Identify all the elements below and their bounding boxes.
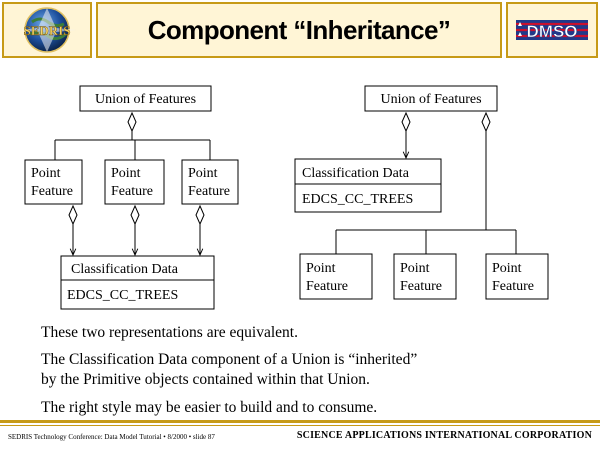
right-classification-title: Classification Data: [302, 166, 410, 181]
footer-company: SCIENCE APPLICATIONS INTERNATIONAL CORPO…: [296, 430, 592, 441]
left-feature-3-line2: Feature: [188, 184, 230, 199]
left-feature-3-line1: Point: [188, 166, 218, 181]
right-classification-box: [294, 158, 442, 213]
inheritance-explanation-line2: by the Primitive objects contained withi…: [41, 371, 370, 388]
dmso-logo: DMSO: [506, 2, 598, 58]
page-title: Component “Inheritance”: [147, 14, 451, 45]
left-representation: [24, 85, 239, 310]
right-feature-1-line2: Feature: [306, 279, 348, 294]
right-union-box: [364, 85, 498, 112]
right-union-label: Union of Features: [380, 92, 481, 107]
right-union-class-diamond: [401, 111, 411, 133]
right-feature-1-line1: Point: [306, 261, 336, 276]
footer-rule-bottom: [0, 425, 600, 426]
left-feature-1-line2: Feature: [31, 184, 73, 199]
sedris-logo-text: SEDRIS: [24, 23, 71, 38]
title-banner: Component “Inheritance”: [96, 2, 502, 58]
right-point-feature-1: [299, 253, 373, 300]
dmso-logo-graphic: DMSO: [516, 20, 588, 41]
sedris-logo: SEDRIS: [2, 2, 92, 58]
inheritance-explanation-line1: The Classification Data component of a U…: [41, 351, 418, 368]
footer-rule-top: [0, 420, 600, 423]
left-classification-title: Classification Data: [71, 262, 179, 277]
left-point-feature-2: [104, 159, 165, 205]
left-point-feature-3: [181, 159, 239, 205]
right-feature-2-line2: Feature: [400, 279, 442, 294]
right-point-feature-2: [393, 253, 457, 300]
left-feature-1-line1: Point: [31, 166, 61, 181]
right-union-feature-diamond: [481, 111, 491, 133]
left-union-aggregation-diamond: [127, 111, 137, 133]
right-classification-value: EDCS_CC_TREES: [302, 192, 413, 207]
left-feature2-diamond: [130, 204, 140, 226]
left-union-box: [79, 85, 212, 112]
footer-slide-info: SEDRIS Technology Conference: Data Model…: [8, 433, 215, 441]
left-union-label: Union of Features: [95, 92, 196, 107]
left-feature-2-line1: Point: [111, 166, 141, 181]
equivalence-statement: These two representations are equivalent…: [41, 324, 298, 341]
left-point-feature-1: [24, 159, 83, 205]
right-representation: [294, 85, 549, 300]
left-feature1-diamond: [68, 204, 78, 226]
left-classification-value: EDCS_CC_TREES: [67, 288, 178, 303]
dmso-logo-text: DMSO: [527, 22, 578, 41]
left-feature-2-line2: Feature: [111, 184, 153, 199]
right-feature-3-line1: Point: [492, 261, 522, 276]
right-feature-3-line2: Feature: [492, 279, 534, 294]
sedris-logo-graphic: SEDRIS: [18, 7, 76, 53]
right-point-feature-3: [485, 253, 549, 300]
style-recommendation: The right style may be easier to build a…: [41, 399, 378, 416]
left-feature3-diamond: [195, 204, 205, 226]
left-classification-box: [60, 255, 215, 310]
right-feature-2-line1: Point: [400, 261, 430, 276]
inheritance-diagram: Union of Features Point Feature Point Fe…: [24, 85, 549, 310]
